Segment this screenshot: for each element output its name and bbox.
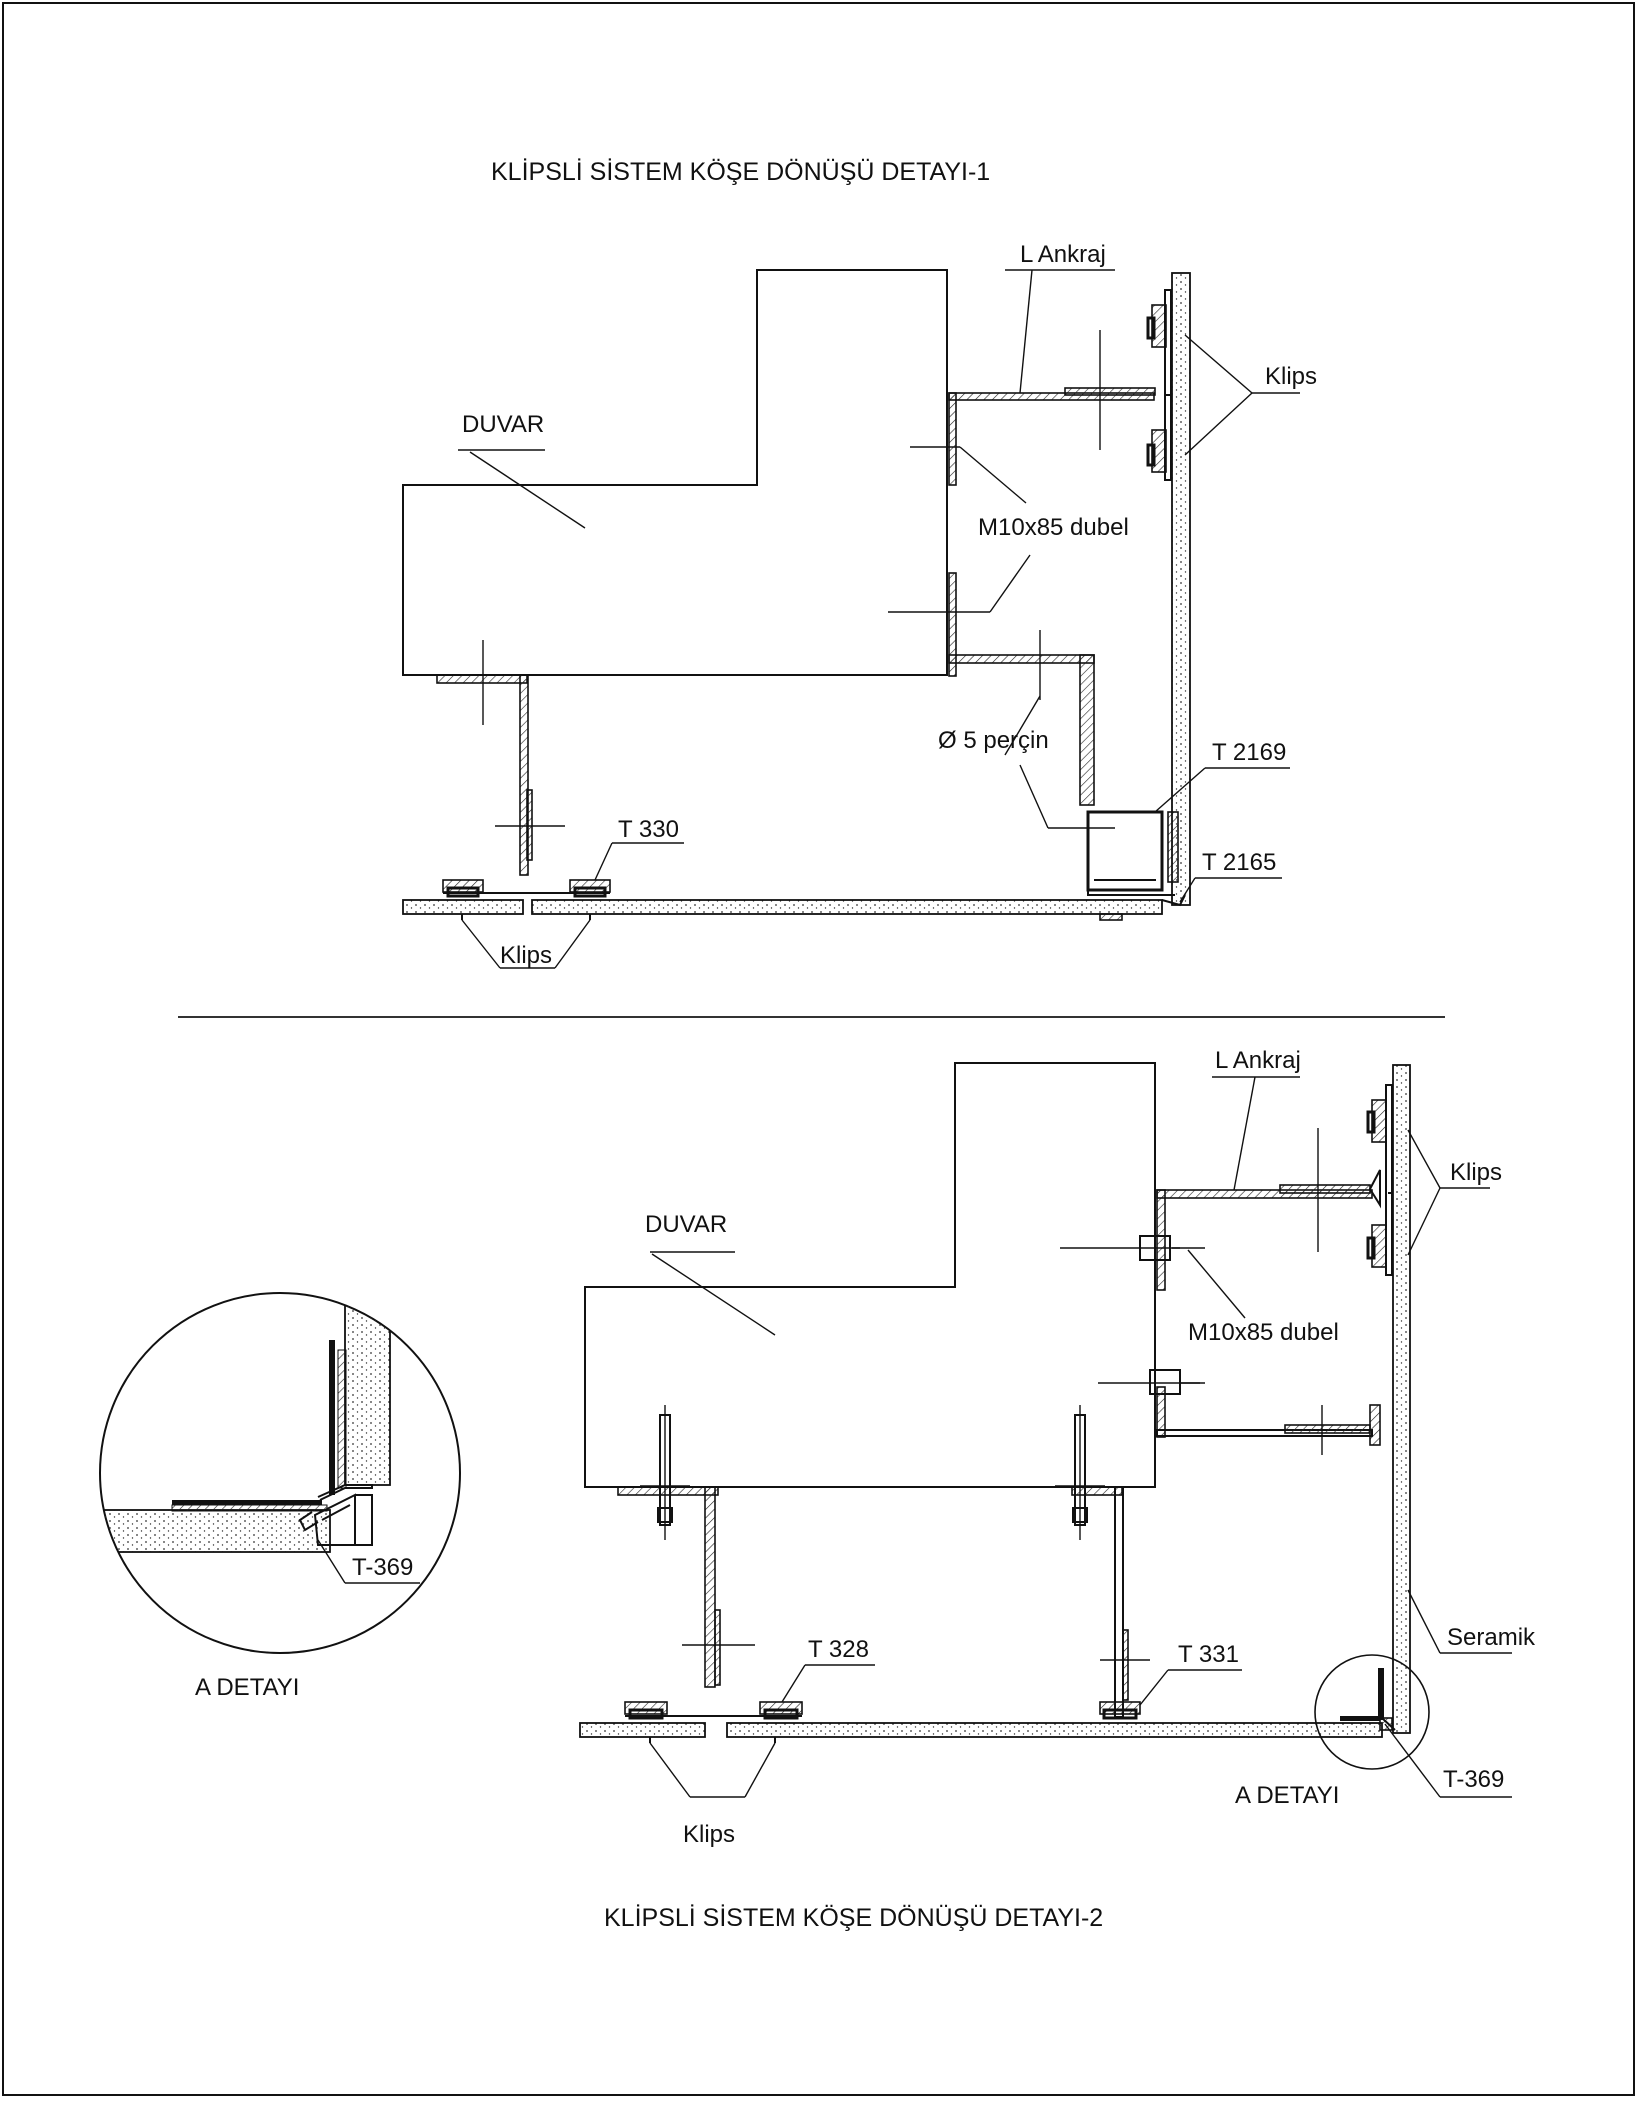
right-panel-1: [1171, 272, 1191, 906]
klips-bottom-1: [442, 879, 611, 920]
label-l-ankraj-1: L Ankraj: [1020, 241, 1106, 268]
l-anchor-bottom-2: [1098, 1369, 1381, 1455]
bottom-anchor-left-2: [617, 1405, 755, 1688]
klips-right-2: [1366, 1084, 1393, 1276]
klips-bottom-2: [624, 1701, 1141, 1743]
label-t369-a: T-369: [352, 1554, 413, 1581]
label-duvar-1: DUVAR: [462, 411, 544, 438]
detail-1: KLİPSLİ SİSTEM KÖŞE DÖNÜŞÜ DETAYI-1: [402, 157, 1317, 969]
label-percin-1: Ø 5 perçin: [938, 727, 1049, 754]
detail-a: T-369 A DETAYI: [99, 1292, 461, 1701]
detail-a-title: A DETAYI: [195, 1674, 299, 1701]
label-klips-bottom-2: Klips: [683, 1821, 735, 1848]
detail-2-title: KLİPSLİ SİSTEM KÖŞE DÖNÜŞÜ DETAYI-2: [604, 1903, 1103, 1932]
detail-1-title: KLİPSLİ SİSTEM KÖŞE DÖNÜŞÜ DETAYI-1: [491, 157, 990, 186]
bottom-panel-right-1: [531, 899, 1163, 915]
wall-2: [584, 1062, 1156, 1488]
label-t2165-1: T 2165: [1202, 849, 1276, 876]
bottom-anchor-1: [436, 640, 565, 876]
label-klips-right-1: Klips: [1265, 363, 1317, 390]
label-l-ankraj-2: L Ankraj: [1215, 1047, 1301, 1074]
bottom-anchor-right-2: [1055, 1405, 1150, 1718]
label-t331-2: T 331: [1178, 1641, 1239, 1668]
l-anchor-bottom: [948, 572, 1095, 806]
label-klips-bottom-1: Klips: [500, 942, 552, 969]
detail-2: DUVAR L Ankraj Klips M10x85 dubel Serami…: [579, 1047, 1536, 1932]
klips-right-1: [1146, 289, 1172, 481]
label-klips-right-2: Klips: [1450, 1159, 1502, 1186]
label-t2169-1: T 2169: [1212, 739, 1286, 766]
label-dubel-2: M10x85 dubel: [1188, 1319, 1339, 1346]
a-detail-marker: [1314, 1654, 1430, 1770]
label-t328-2: T 328: [808, 1636, 869, 1663]
label-a-detayi-2: A DETAYI: [1235, 1782, 1339, 1809]
wall-1: [402, 269, 948, 676]
l-anchor-top-2: [1060, 1128, 1381, 1291]
l-anchor-top: [948, 330, 1156, 486]
bottom-panel-left-2: [579, 1722, 706, 1738]
bottom-panel-left-1: [402, 899, 524, 915]
bottom-panel-right-2: [726, 1722, 1383, 1738]
label-t369-2: T-369: [1443, 1766, 1504, 1793]
right-panel-2: [1392, 1064, 1411, 1734]
label-duvar-2: DUVAR: [645, 1211, 727, 1238]
label-t330-1: T 330: [618, 816, 679, 843]
label-dubel-1: M10x85 dubel: [978, 514, 1129, 541]
profile-t2169: [1048, 810, 1179, 896]
label-seramik-2: Seramik: [1447, 1624, 1536, 1651]
